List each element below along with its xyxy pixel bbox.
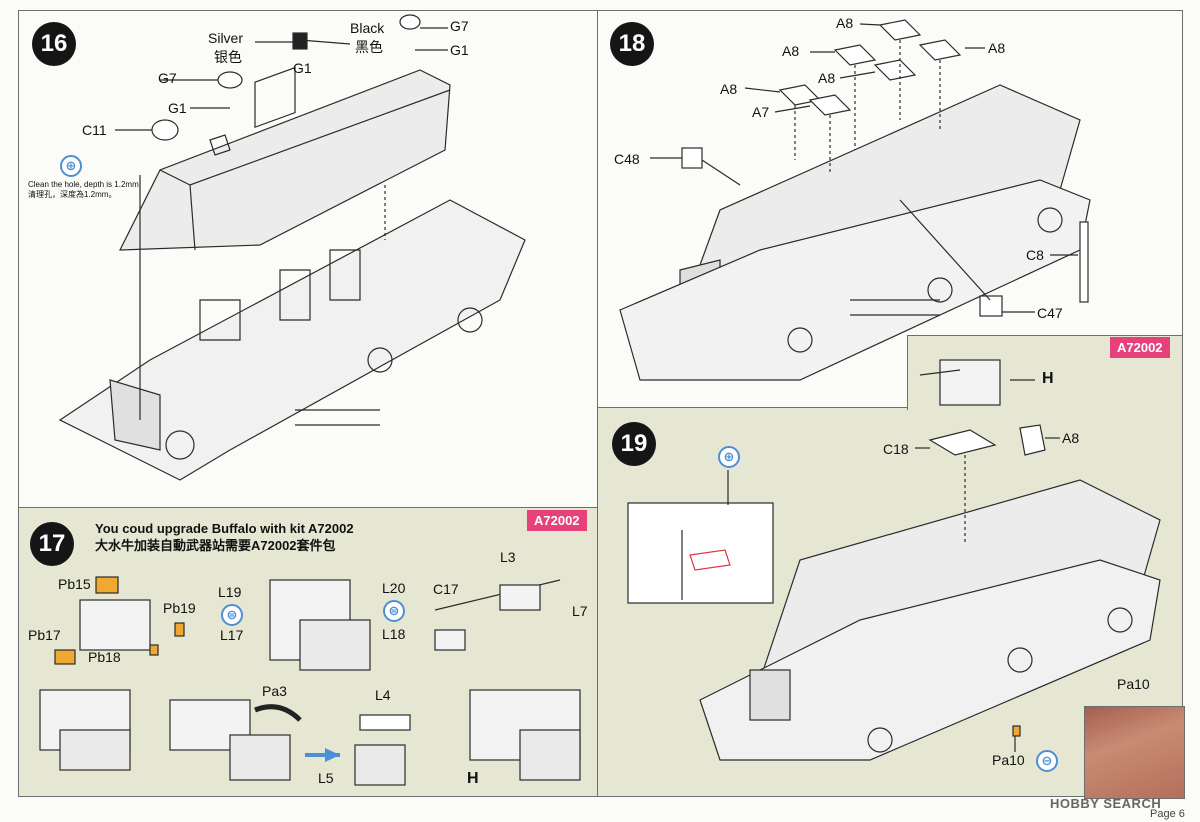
drill-hole-icon-step19: ⊕ — [718, 446, 740, 468]
part-a8-4-label: A8 — [818, 70, 836, 86]
part-pb19-label: Pb19 — [163, 600, 196, 616]
part-l20-label: L20 — [382, 580, 406, 596]
part-pa10-label: Pa10 — [992, 752, 1025, 768]
step-17-header-en: You coud upgrade Buffalo with kit A72002 — [95, 521, 354, 536]
step-19-kit-tag: A72002 — [1110, 337, 1170, 358]
part-pb18-label: Pb18 — [88, 649, 121, 665]
step-17-number: 17 — [30, 522, 74, 566]
part-a8-5-label: A8 — [720, 81, 738, 97]
part-g1-right-label: G1 — [450, 42, 469, 58]
step-17-header-zh: 大水牛加装自動武器站需要A72002套件包 — [95, 538, 336, 553]
part-l19-label: L19 — [218, 584, 242, 600]
part-a8-1-label: A8 — [836, 15, 854, 31]
part-c17-label: C17 — [433, 581, 459, 597]
part-l17-label: L17 — [220, 627, 244, 643]
part-a8-2-label: A8 — [782, 43, 800, 59]
step-19-h-label: H — [1042, 370, 1054, 387]
part-pb17-label: Pb17 — [28, 627, 61, 643]
part-c8-label: C8 — [1026, 247, 1044, 263]
part-c11-label: C11 — [82, 122, 107, 138]
part-pa10-photo-label: Pa10 — [1117, 676, 1150, 692]
part-l5-label: L5 — [318, 770, 334, 786]
part-c18-label: C18 — [883, 441, 909, 457]
silver-label: Silver — [208, 30, 244, 46]
step-19-number: 19 — [612, 422, 656, 466]
hobby-search-watermark: HOBBY SEARCH — [1050, 796, 1162, 811]
pa10-reference-photo — [1084, 706, 1185, 799]
black-zh-label: 黑色 — [355, 39, 383, 55]
drill-hole-icon: ⊕ — [60, 155, 82, 177]
part-a8-label: A8 — [1062, 430, 1080, 446]
l18-symbol-icon: ⊜ — [383, 600, 405, 622]
part-l4-label: L4 — [375, 687, 391, 703]
part-g7-left-label: G7 — [158, 70, 177, 86]
pa10-symbol-icon: ⊖ — [1036, 750, 1058, 772]
part-a8-3-label: A8 — [988, 40, 1006, 56]
step-18-number: 18 — [610, 22, 654, 66]
clean-hole-note-en: Clean the hole, depth is 1.2mm. — [28, 180, 141, 189]
part-a7-label: A7 — [752, 104, 770, 120]
black-label: Black — [350, 20, 385, 36]
clean-hole-note-zh: 清理孔，深度為1.2mm。 — [28, 190, 117, 199]
step-17-kit-tag: A72002 — [527, 510, 587, 531]
step-17-header: You coud upgrade Buffalo with kit A72002… — [95, 520, 354, 554]
part-pa3-label: Pa3 — [262, 683, 287, 699]
part-c47-label: C47 — [1037, 305, 1063, 321]
clean-hole-note: Clean the hole, depth is 1.2mm. 清理孔，深度為1… — [28, 180, 141, 200]
part-g1-left-label: G1 — [168, 100, 187, 116]
part-g7-top-label: G7 — [450, 18, 469, 34]
part-c48-label: C48 — [614, 151, 640, 167]
part-l18-label: L18 — [382, 626, 406, 642]
step-16-number: 16 — [32, 22, 76, 66]
part-l7-label: L7 — [572, 603, 588, 619]
l17-symbol-icon: ⊜ — [221, 604, 243, 626]
part-pb15-label: Pb15 — [58, 576, 91, 592]
step-17-h-label: H — [467, 770, 479, 787]
silver-zh-label: 银色 — [214, 49, 242, 65]
part-g1-top-label: G1 — [293, 60, 312, 76]
page-number: Page 6 — [1150, 808, 1185, 820]
part-l3-label: L3 — [500, 549, 516, 565]
